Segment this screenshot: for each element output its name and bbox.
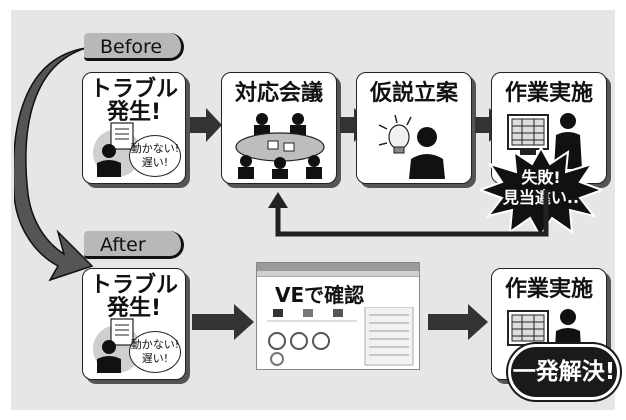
hypothesis-title: 仮説立案 [369, 81, 458, 106]
after-label: After [100, 234, 146, 256]
after-trouble-title-1: トラブル [89, 273, 178, 298]
arrow-right-icon [190, 108, 222, 142]
after-work-title: 作業実施 [504, 277, 593, 302]
hypothesis-box: 仮説立案 [356, 72, 472, 184]
dashboard-thumbnail [267, 307, 414, 366]
failure-starburst [480, 148, 602, 236]
failure-line-2: 見当違い.. [502, 188, 580, 207]
arrow-right-icon [340, 108, 370, 142]
before-complaint-bubble: 動かない! 遅い! [129, 135, 181, 177]
before-label: Before [100, 36, 163, 58]
after-complaint-bubble: 動かない! 遅い! [129, 331, 181, 373]
before-trouble-title-2: 発生! [106, 100, 162, 125]
after-tag: After [84, 231, 184, 259]
after-trouble-box: トラブル 発生! 動かない! 遅い! [82, 268, 186, 380]
arrow-right-icon [428, 304, 488, 340]
resolved-badge: 一発解決! [508, 344, 620, 400]
after-trouble-title-2: 発生! [106, 296, 162, 321]
ve-label: VEで確認 [275, 283, 365, 307]
meeting-table-icon [235, 113, 325, 179]
resolved-label: 一発解決! [512, 359, 616, 385]
bubble-line-1: 動かない! [130, 338, 180, 351]
lightbulb-person-icon [378, 114, 445, 179]
failure-line-1: 失敗! [521, 168, 561, 187]
bubble-line-1: 動かない! [130, 142, 180, 155]
arrow-right-icon [475, 108, 505, 142]
worried-user-icon [93, 318, 141, 373]
worried-user-icon [93, 122, 141, 177]
bubble-line-2: 遅い! [141, 352, 169, 365]
before-trouble-title-1: トラブル [89, 77, 178, 102]
curved-transition-arrow [14, 47, 94, 282]
before-work-title: 作業実施 [504, 81, 593, 106]
before-trouble-box: トラブル 発生! 動かない! 遅い! [82, 72, 186, 184]
return-arrow [268, 190, 549, 237]
before-tag: Before [84, 33, 184, 61]
meeting-box: 対応会議 [221, 72, 337, 184]
ve-screenshot: VEで確認 [256, 262, 420, 370]
meeting-title: 対応会議 [234, 81, 323, 106]
bubble-line-2: 遅い! [141, 156, 169, 169]
arrow-right-icon [192, 304, 254, 340]
